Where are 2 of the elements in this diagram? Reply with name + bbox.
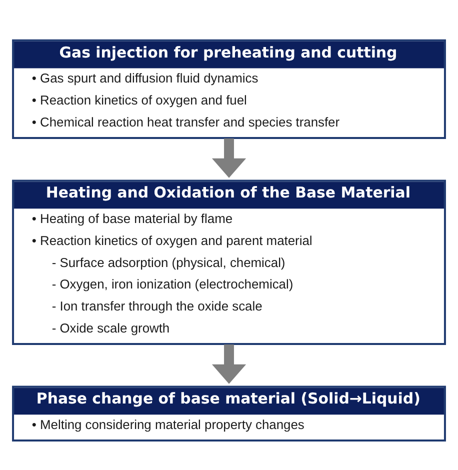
arrow <box>212 344 246 384</box>
arrow <box>212 138 246 178</box>
